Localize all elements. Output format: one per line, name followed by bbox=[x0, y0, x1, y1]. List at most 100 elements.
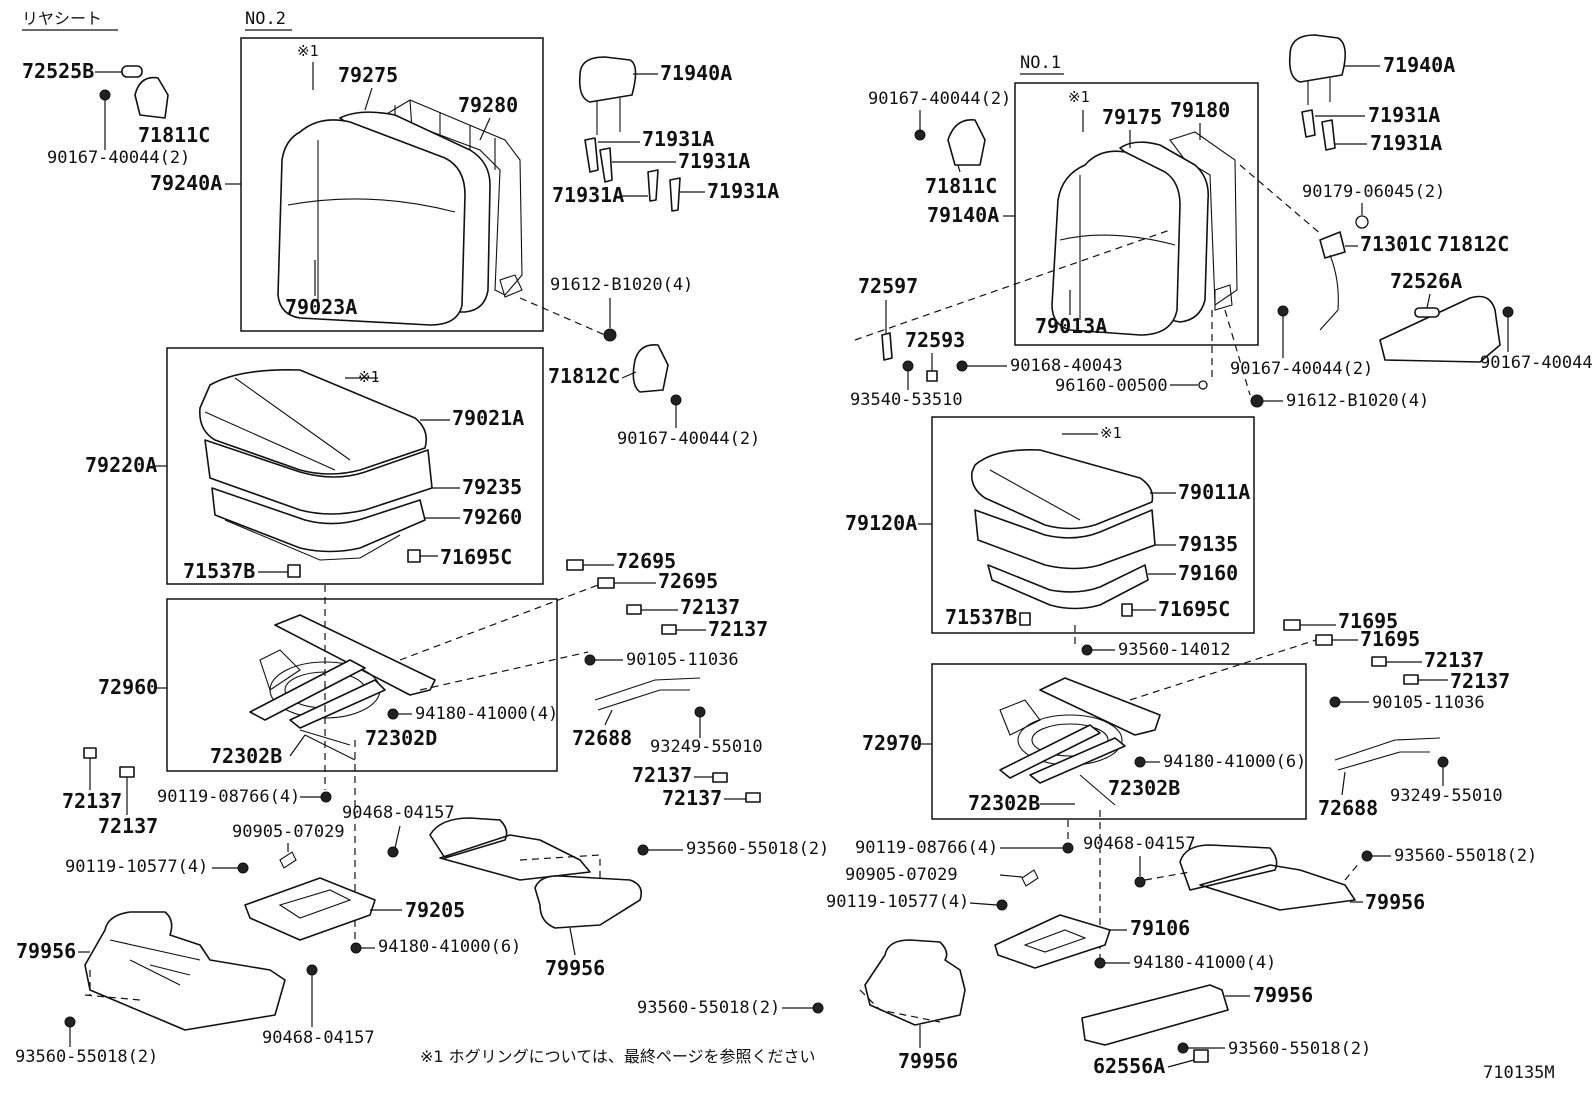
headrest-71940A-left-icon bbox=[578, 56, 637, 103]
part-label-72695-a: 72695 bbox=[616, 549, 676, 573]
clip-96160-icon bbox=[1198, 380, 1208, 390]
part-label-72597: 72597 bbox=[858, 274, 918, 298]
part-label-79956-e: 79956 bbox=[1253, 983, 1313, 1007]
part-label-72302B-left: 72302B bbox=[210, 744, 282, 768]
clip-72593-icon bbox=[926, 370, 938, 382]
screw-93560-c-icon bbox=[1361, 850, 1373, 862]
part-label-79260: 79260 bbox=[462, 505, 522, 529]
screw-90167-d-icon bbox=[1277, 305, 1289, 317]
leader-90468-a bbox=[394, 825, 401, 849]
bolt-90119-10577-left-icon bbox=[237, 862, 249, 874]
front-no1-caption: NO.1 bbox=[1020, 53, 1061, 73]
bolt-91612-left-icon bbox=[603, 328, 617, 342]
part-label-72137-c: 72137 bbox=[62, 789, 122, 813]
part-label-90167-40044-e: 90167-40044 bbox=[1480, 353, 1592, 373]
part-label-90179-06045-2: 90179-06045(2) bbox=[1302, 182, 1445, 202]
part-label-72302B-right-a: 72302B bbox=[968, 791, 1040, 815]
right-adjuster-drawing bbox=[999, 677, 1161, 806]
part-label-72970: 72970 bbox=[862, 731, 922, 755]
part-label-72526A: 72526A bbox=[1390, 269, 1462, 293]
section-title: リヤシート bbox=[22, 9, 102, 28]
leader-90119-10577-right bbox=[969, 902, 998, 906]
clip-90468-b-icon bbox=[306, 964, 318, 976]
hogring-footnote: ※1 ホグリングについては、最終ページを参照ください bbox=[420, 1047, 816, 1066]
part-label-71811C-right: 71811C bbox=[925, 174, 997, 198]
leader-79280 bbox=[479, 117, 491, 141]
bolt-93560-14012-icon bbox=[1081, 644, 1093, 656]
left-adjuster-nut-icon bbox=[387, 708, 399, 720]
part-label-72525B: 72525B bbox=[22, 59, 94, 83]
part-label-93540-53510: 93540-53510 bbox=[850, 390, 963, 410]
part-label-79220A: 79220A bbox=[85, 453, 157, 477]
left-bracket-drawing bbox=[244, 817, 643, 941]
screw-93540-icon bbox=[902, 360, 914, 372]
part-label-71931A-6: 71931A bbox=[1370, 131, 1442, 155]
part-label-93249-55010-right: 93249-55010 bbox=[1390, 786, 1503, 806]
screw-93560-b-icon bbox=[64, 1016, 76, 1028]
part-label-71695-b: 71695 bbox=[1360, 627, 1420, 651]
figure-id: 710135M bbox=[1483, 1063, 1555, 1083]
right-back-dashline bbox=[854, 229, 1171, 341]
leader-79275 bbox=[364, 87, 373, 111]
part-label-79011A: 79011A bbox=[1178, 480, 1250, 504]
lock-cable-icon bbox=[1319, 254, 1339, 331]
left-cover-79956-drawing bbox=[84, 911, 286, 1031]
leader-72688-right bbox=[1341, 771, 1346, 796]
nut-94180-4-right-icon bbox=[1094, 957, 1106, 969]
left-adjuster-pad-dashline bbox=[399, 584, 599, 661]
bolt-90119-10577-right-icon bbox=[996, 899, 1008, 911]
part-label-90468-04157-b: 90468-04157 bbox=[262, 1028, 375, 1048]
part-label-72960: 72960 bbox=[98, 675, 158, 699]
part-label-71940A-right: 71940A bbox=[1383, 53, 1455, 77]
cover-71811C-icon bbox=[134, 76, 169, 119]
leader-79956-a bbox=[569, 927, 576, 956]
pad-72137-a-icon bbox=[626, 604, 642, 615]
bolt-90119-08766-left-icon bbox=[320, 791, 332, 803]
part-label-72688-left: 72688 bbox=[572, 726, 632, 750]
part-label-79180: 79180 bbox=[1170, 98, 1230, 122]
part-label-71931A-4: 71931A bbox=[707, 179, 779, 203]
part-label-71812C-left: 71812C bbox=[548, 364, 620, 388]
clip-90905-right-icon bbox=[1021, 869, 1039, 887]
cover-71812C-right-icon bbox=[1379, 295, 1501, 363]
part-label-72302B-right-b: 72302B bbox=[1108, 776, 1180, 800]
part-label-79021A: 79021A bbox=[452, 406, 524, 430]
part-label-72137-h: 72137 bbox=[1450, 669, 1510, 693]
pad-71695-b-icon bbox=[1315, 634, 1333, 646]
part-label-90105-11036-right: 90105-11036 bbox=[1372, 693, 1485, 713]
part-label-79956-c: 79956 bbox=[1365, 890, 1425, 914]
pad-72695-a-icon bbox=[566, 559, 584, 571]
part-label-90119-08766-4-right: 90119-08766(4) bbox=[855, 838, 998, 858]
pad-72137-b-icon bbox=[661, 624, 677, 635]
headrest-71940A-right-icon bbox=[1288, 34, 1346, 83]
bolt-90119-08766-right-icon bbox=[1062, 842, 1074, 854]
right-back-hogring-mark: ※1 bbox=[1068, 88, 1090, 106]
part-label-90468-04157-c: 90468-04157 bbox=[1083, 834, 1196, 854]
part-label-91612-B1020-4-right: 91612-B1020(4) bbox=[1286, 391, 1429, 411]
pad-72137-h-icon bbox=[1403, 674, 1419, 685]
screw-90167-e-icon bbox=[1502, 306, 1514, 318]
bolt-91612-right-icon bbox=[1250, 394, 1264, 408]
part-label-79140A: 79140A bbox=[927, 203, 999, 227]
part-label-71695C-right: 71695C bbox=[1158, 597, 1230, 621]
part-label-79175: 79175 bbox=[1102, 105, 1162, 129]
part-label-72695-b: 72695 bbox=[658, 569, 718, 593]
part-label-72137-a: 72137 bbox=[680, 595, 740, 619]
lock-71301C-icon bbox=[1319, 231, 1346, 259]
right-cushion-hogring-mark: ※1 bbox=[1100, 424, 1122, 442]
cover-71812C-left-icon bbox=[632, 343, 669, 393]
bolt-90105-left-icon bbox=[584, 654, 596, 666]
cap-72526A-icon bbox=[1414, 307, 1440, 318]
part-label-71931A-1: 71931A bbox=[642, 127, 714, 151]
left-adjuster-drawing bbox=[249, 614, 436, 761]
part-label-94180-41000-6-left: 94180-41000(6) bbox=[378, 937, 521, 957]
part-label-72137-f: 72137 bbox=[662, 786, 722, 810]
clip-90468-a-icon bbox=[387, 846, 399, 858]
part-label-72137-d: 72137 bbox=[98, 814, 158, 838]
part-label-90168-40043: 90168-40043 bbox=[1010, 356, 1123, 376]
part-label-90119-10577-4-right: 90119-10577(4) bbox=[826, 892, 969, 912]
part-label-90905-07029-right: 90905-07029 bbox=[845, 865, 958, 885]
part-label-94180-41000-4: 94180-41000(4) bbox=[415, 704, 558, 724]
left-seatback-drawing bbox=[277, 99, 523, 326]
